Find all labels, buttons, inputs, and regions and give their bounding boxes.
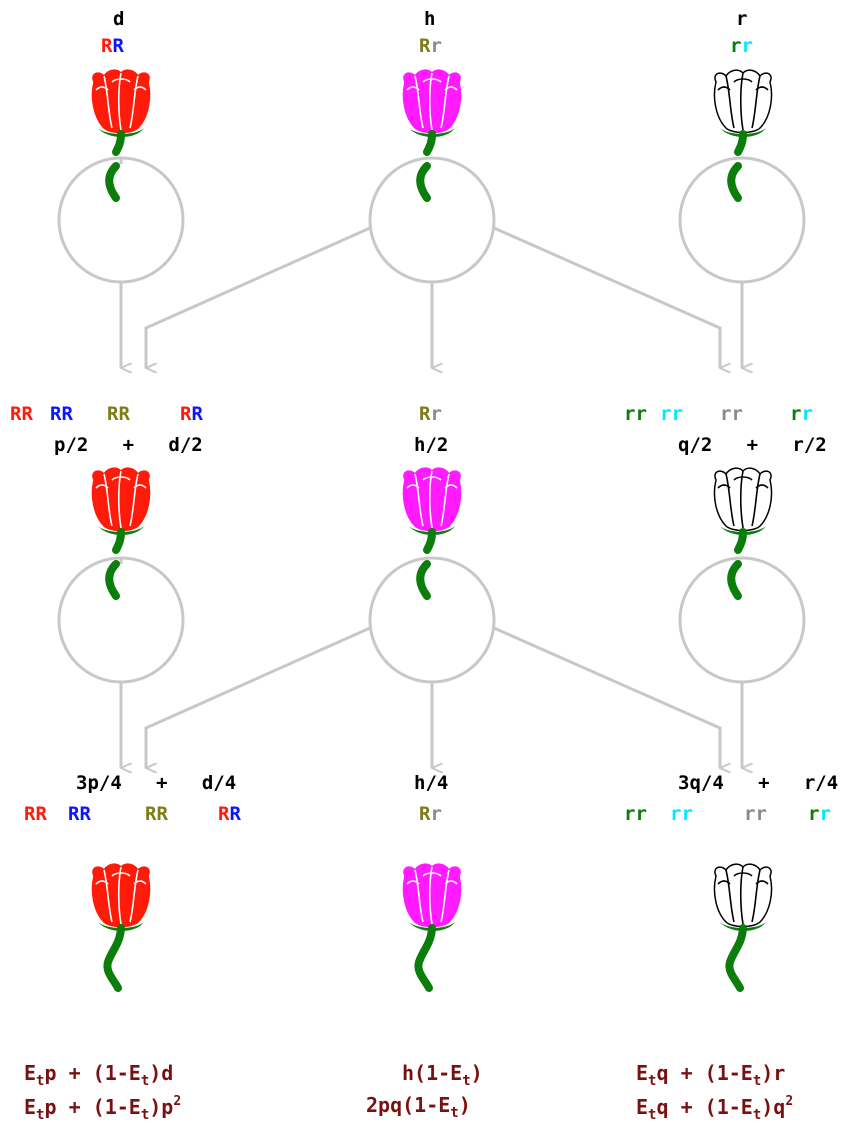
genotype-RR-red: RR <box>24 805 47 824</box>
allele-letter: r <box>808 803 820 825</box>
allele-letter: r <box>624 403 636 425</box>
genotype-rr-green: rr <box>624 805 647 824</box>
gen2-mid-expression: h/4 <box>414 772 449 794</box>
allele-letter: R <box>419 403 431 425</box>
allele-letter: r <box>731 403 743 425</box>
genotype-rr-cyan: rr <box>660 405 683 424</box>
allele-letter: R <box>180 403 192 425</box>
genotype-RR-olive: RR <box>107 405 130 424</box>
genotype-rr-mixed: rr <box>808 805 831 824</box>
formula-mid-line1: h(1-Et) <box>402 1061 483 1089</box>
genotype-RR-blue: RR <box>50 405 73 424</box>
allele-letter: R <box>112 35 124 57</box>
allele-letter: r <box>741 35 753 57</box>
flower-red-icon <box>86 862 156 997</box>
allele-letter: R <box>79 803 91 825</box>
allele-letter: R <box>118 403 130 425</box>
flower-red-icon <box>86 466 156 606</box>
gen2-right-expression: 3q/4 + r/4 <box>678 772 839 794</box>
genotype-RR-mixed: RR <box>180 405 203 424</box>
allele-letter: r <box>635 803 647 825</box>
allele-letter: R <box>61 403 73 425</box>
allele-letter: R <box>156 803 168 825</box>
genotype-rr-green: rr <box>624 405 647 424</box>
flower-magenta-icon <box>397 68 467 208</box>
allele-letter: R <box>35 803 47 825</box>
formula-mid-line2: 2pq(1-Et) <box>366 1093 471 1121</box>
allele-letter: R <box>68 803 80 825</box>
genotype-Rr: Rr <box>419 805 442 824</box>
allele-letter: R <box>419 35 431 57</box>
allele-letter: r <box>430 803 442 825</box>
formula-right-line2: Etq + (1-Et)q2 <box>636 1094 794 1123</box>
allele-letter: r <box>730 35 742 57</box>
flower-white-icon <box>708 466 778 606</box>
allele-letter: r <box>660 403 672 425</box>
genotype-rr-gray: rr <box>744 805 767 824</box>
flower-white-icon <box>708 68 778 208</box>
allele-letter: R <box>24 803 36 825</box>
genotype-rr-cyan: rr <box>670 805 693 824</box>
flower-magenta-icon <box>397 466 467 606</box>
genotype-RR-red: RR <box>10 405 33 424</box>
genotype-RR-olive: RR <box>145 805 168 824</box>
allele-letter: r <box>670 803 682 825</box>
flower-red-icon <box>86 68 156 208</box>
allele-letter: r <box>635 403 647 425</box>
formula-left-line2: Etp + (1-Et)p2 <box>24 1094 182 1123</box>
genotype-RR-mixed: RR <box>218 805 241 824</box>
allele-letter: r <box>624 803 636 825</box>
allele-letter: R <box>10 403 22 425</box>
arrow-line <box>144 226 371 368</box>
flower-white-icon <box>708 862 778 997</box>
allele-letter: R <box>101 35 113 57</box>
allele-letter: R <box>218 803 230 825</box>
genotype-rr-gray: rr <box>720 405 743 424</box>
allele-letter: R <box>107 403 119 425</box>
gen1-left-expression: p/2 + d/2 <box>54 434 203 456</box>
allele-letter: r <box>755 803 767 825</box>
flower-magenta-icon <box>397 862 467 997</box>
genotype-RR: RR <box>101 37 124 56</box>
gen1-right-expression: q/2 + r/2 <box>678 434 827 456</box>
arrow-line <box>493 626 720 768</box>
genotype-rr-mixed: rr <box>790 405 813 424</box>
allele-letter: R <box>229 803 241 825</box>
allele-letter: R <box>50 403 62 425</box>
gen1-mid-expression: h/2 <box>414 434 449 456</box>
genotype-Rr: Rr <box>419 37 442 56</box>
allele-letter: r <box>430 403 442 425</box>
label-d: d <box>113 8 125 30</box>
allele-letter: r <box>744 803 756 825</box>
allele-letter: r <box>801 403 813 425</box>
allele-letter: R <box>191 403 203 425</box>
genotype-rr: rr <box>730 37 753 56</box>
allele-letter: r <box>430 35 442 57</box>
allele-letter: r <box>720 403 732 425</box>
label-h: h <box>424 8 436 30</box>
allele-letter: R <box>145 803 157 825</box>
allele-letter: r <box>681 803 693 825</box>
arrow-line <box>493 226 720 368</box>
label-r: r <box>736 8 748 30</box>
allele-letter: r <box>671 403 683 425</box>
gen2-left-expression: 3p/4 + d/4 <box>76 772 237 794</box>
allele-letter: r <box>819 803 831 825</box>
genotype-Rr: Rr <box>419 405 442 424</box>
allele-letter: R <box>419 803 431 825</box>
allele-letter: R <box>21 403 33 425</box>
formula-left-line1: Etp + (1-Et)d <box>24 1061 174 1089</box>
genotype-RR-blue: RR <box>68 805 91 824</box>
formula-right-line1: Etq + (1-Et)r <box>636 1061 786 1089</box>
allele-letter: r <box>790 403 802 425</box>
arrow-line <box>144 626 371 768</box>
